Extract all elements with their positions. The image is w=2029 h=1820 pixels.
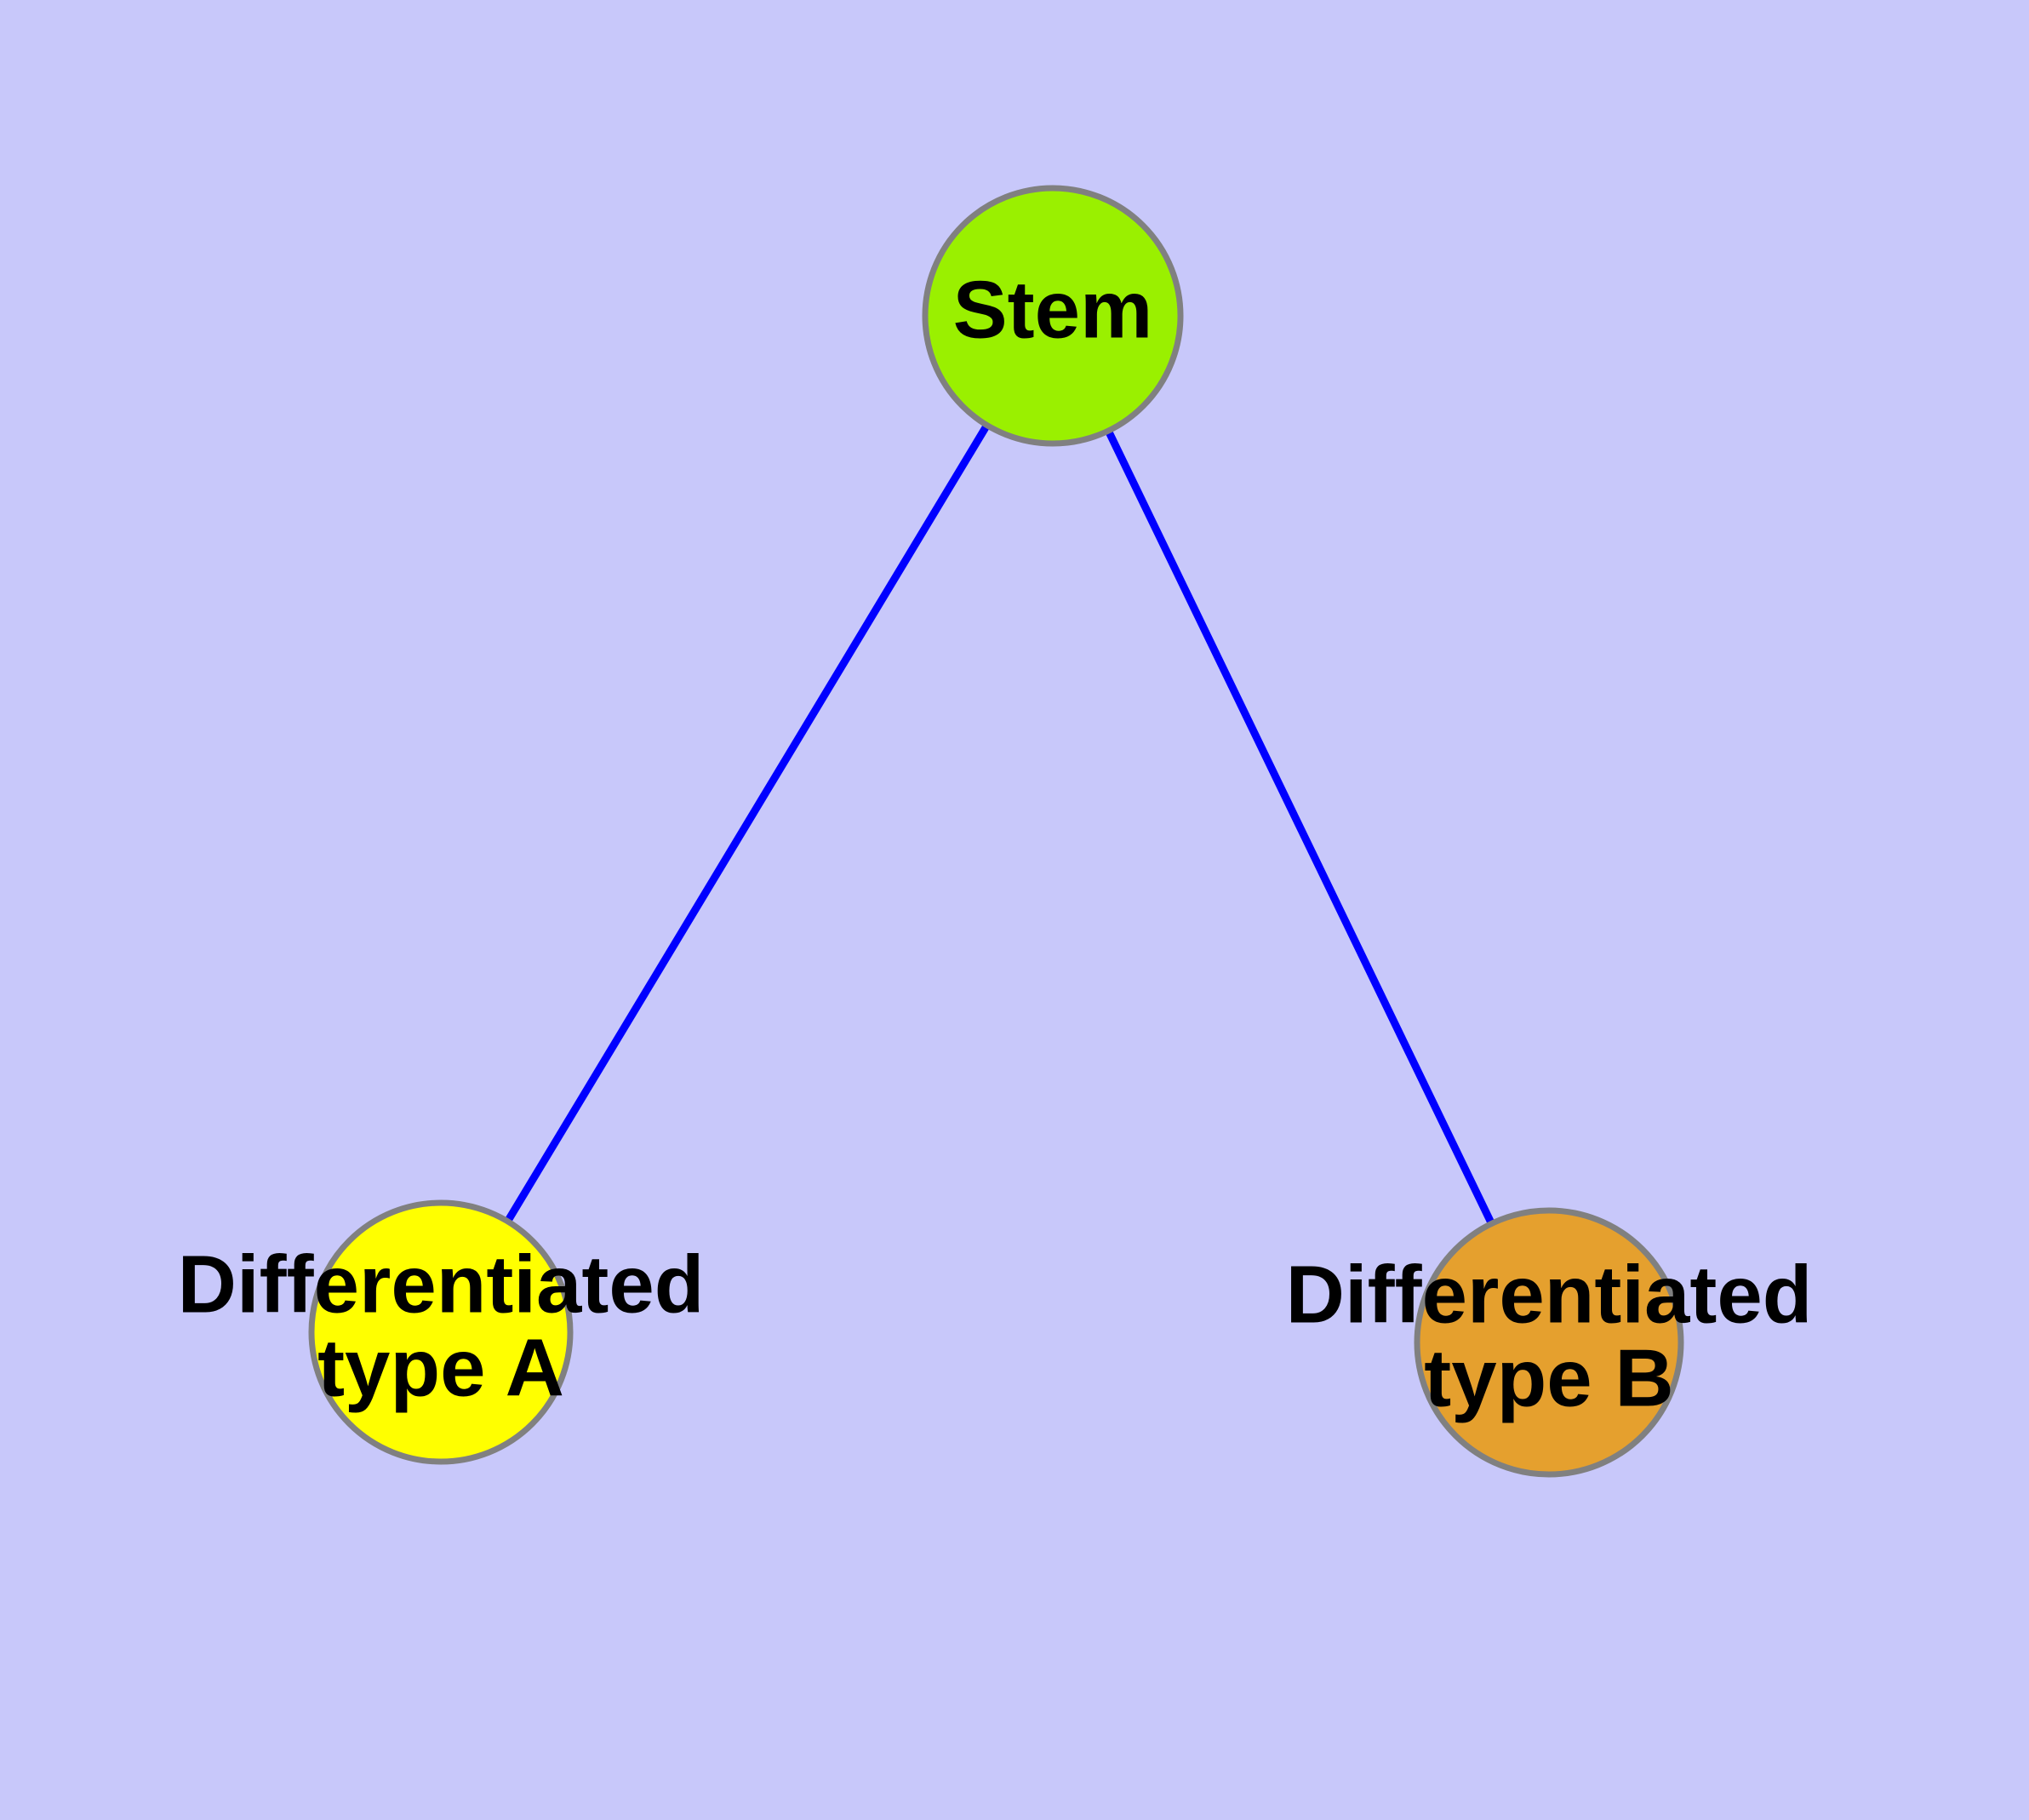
node-differentiated-type-b[interactable] (1414, 1207, 1684, 1478)
node-differentiated-type-b-label-line1: Differentiated (1286, 1249, 1813, 1340)
label-layer: Stem Differentiated type A Differentiate… (178, 264, 1813, 1423)
edge-layer (437, 313, 1553, 1344)
node-differentiated-type-a-label: Differentiated type A (178, 1239, 705, 1413)
node-stem-label: Stem (953, 264, 1153, 355)
node-stem-circle[interactable] (922, 185, 1184, 447)
node-differentiated-type-b-label-line2: type B (1424, 1332, 1673, 1423)
node-differentiated-type-b-circle[interactable] (1414, 1207, 1684, 1478)
node-stem[interactable] (922, 185, 1184, 447)
node-stem-label-line1: Stem (953, 264, 1153, 355)
node-differentiated-type-a[interactable] (308, 1199, 574, 1465)
node-differentiated-type-a-circle[interactable] (308, 1199, 574, 1465)
node-layer (308, 185, 1684, 1478)
node-differentiated-type-a-label-line1: Differentiated (178, 1239, 705, 1330)
node-differentiated-type-b-label: Differentiated type B (1286, 1249, 1813, 1423)
edge-stem-to-differentiated-type-b[interactable] (1049, 314, 1553, 1344)
edge-stem-to-differentiated-type-a[interactable] (437, 313, 1056, 1335)
node-differentiated-type-a-label-line2: type A (317, 1322, 564, 1413)
